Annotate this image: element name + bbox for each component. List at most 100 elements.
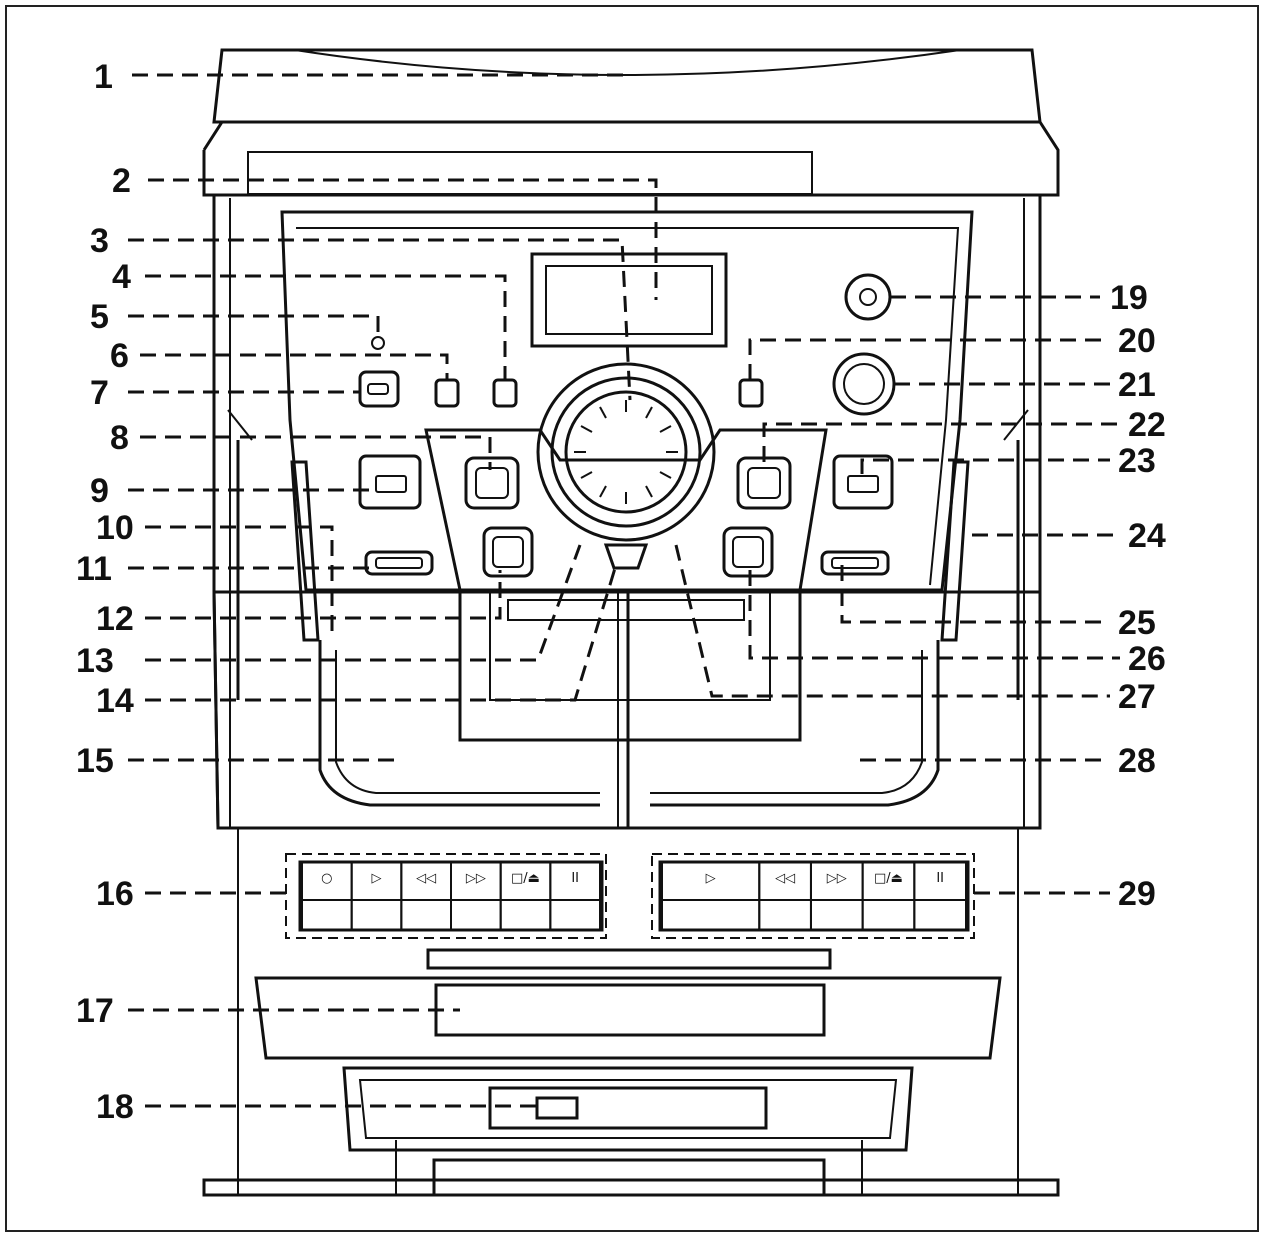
callout-2: 2: [112, 162, 131, 200]
front-plate: [212, 590, 1042, 830]
leader-8: [140, 435, 492, 470]
deck-b-key-5[interactable]: [913, 861, 968, 931]
power-button[interactable]: [844, 273, 892, 321]
button-8[interactable]: [464, 456, 520, 510]
callout-16: 16: [96, 875, 134, 913]
usb-port[interactable]: [535, 1096, 579, 1120]
standby-indicator: [371, 336, 385, 350]
deck-a-key-6[interactable]: [549, 861, 601, 931]
callout-13: 13: [76, 642, 114, 680]
callout-14: 14: [96, 682, 134, 720]
callout-15: 15: [76, 742, 114, 780]
callout-8: 8: [110, 419, 129, 457]
callout-6: 6: [110, 337, 129, 375]
deck-a-key-3-symbol: ◁◁: [416, 871, 436, 886]
deck-b-key-2-symbol: ◁◁: [775, 871, 795, 886]
deck-b-key-3-symbol: ▷▷: [827, 871, 847, 886]
button-7[interactable]: [358, 370, 400, 408]
deck-b-key-5-symbol: II: [936, 871, 944, 886]
callout-1: 1: [94, 58, 113, 96]
leader-22: [762, 422, 1120, 462]
button-23-slot: [847, 475, 879, 493]
left-panel-curve: [318, 640, 600, 807]
leader-6: [140, 353, 449, 380]
button-23[interactable]: [832, 454, 894, 510]
button-20[interactable]: [738, 378, 764, 408]
power-icon: [859, 288, 877, 306]
unit-base: [202, 1140, 1060, 1197]
left-bevel: [227, 409, 253, 441]
deck-a-keys: ○▷◁◁▷▷□/⏏II: [301, 861, 601, 931]
button-9[interactable]: [358, 454, 422, 510]
leader-14: [145, 564, 618, 702]
callout-19: 19: [1110, 279, 1148, 317]
headphone-jack-ring: [843, 363, 885, 405]
leader-4: [145, 274, 507, 380]
button-22[interactable]: [736, 456, 792, 510]
callout-10: 10: [96, 509, 134, 547]
leader-26: [748, 570, 1120, 660]
button-11-slot: [375, 557, 423, 569]
lid-base: [202, 121, 1060, 197]
leader-12: [145, 570, 502, 620]
callout-25: 25: [1118, 604, 1156, 642]
right-cassette-door: [940, 460, 970, 642]
button-4[interactable]: [492, 378, 518, 408]
button-7-slot: [367, 383, 389, 395]
stereo-unit: [202, 48, 1060, 830]
usb-panel: [342, 1066, 914, 1152]
knob-ticks: [574, 400, 678, 504]
right-panel-curve-inner: [650, 650, 923, 794]
tape-deck-b: [651, 853, 975, 939]
button-12-inner: [492, 536, 524, 568]
button-26[interactable]: [722, 526, 774, 578]
cd-tray: [254, 948, 1002, 1060]
deck-a-key-4-symbol: ▷▷: [466, 871, 486, 886]
volume-knob[interactable]: [536, 362, 716, 570]
button-12[interactable]: [482, 526, 534, 578]
center-bay-inner: [489, 590, 771, 701]
callout-3: 3: [90, 222, 109, 260]
leader-20: [748, 338, 1110, 380]
callout-4: 4: [112, 258, 131, 296]
control-panel-inner: [296, 227, 960, 586]
leader-2: [148, 178, 658, 300]
leader-10: [145, 525, 334, 640]
callout-27: 27: [1118, 678, 1156, 716]
left-cassette-door: [290, 460, 320, 642]
turntable-lid: [212, 48, 1042, 124]
callout-11: 11: [76, 550, 112, 588]
deck-b-key-1-symbol: ▷: [706, 871, 716, 886]
leader-27: [674, 544, 1110, 698]
deck-b-keys: ▷ ◁◁ ▷▷ □/⏏ II: [661, 861, 968, 931]
leader-3: [128, 238, 632, 401]
button-8-inner: [475, 467, 509, 499]
callout-23: 23: [1118, 442, 1156, 480]
leader-13: [145, 544, 582, 662]
button-9-slot: [375, 475, 407, 493]
leader-lines: [128, 73, 1120, 1108]
callout-18: 18: [96, 1088, 134, 1126]
callout-22: 22: [1128, 406, 1166, 444]
callout-24: 24: [1128, 517, 1166, 555]
callout-29: 29: [1118, 875, 1156, 913]
deck-b-key-4-symbol: □/⏏: [874, 871, 903, 886]
leader-25: [840, 565, 1110, 624]
lcd-display: [530, 252, 728, 348]
leader-5: [128, 314, 380, 336]
callout-labels: 1 2 3 4 5 6 7 8 9 10 11 12 13 14 15 16 1…: [76, 58, 1166, 1126]
deck-a-key-6-symbol: II: [571, 871, 579, 886]
right-panel-curve: [650, 640, 940, 807]
lid-curve: [294, 49, 961, 76]
callout-21: 21: [1118, 366, 1156, 404]
lid-window: [247, 151, 813, 195]
control-panel: [280, 210, 974, 592]
callout-28: 28: [1118, 742, 1156, 780]
callout-17: 17: [76, 992, 114, 1030]
button-25-slot: [831, 557, 879, 569]
callout-12: 12: [96, 600, 134, 638]
tape-deck-a: [285, 853, 607, 939]
button-6[interactable]: [434, 378, 460, 408]
left-panel-curve-inner: [335, 650, 600, 794]
deck-a-key-5-symbol: □/⏏: [511, 871, 540, 886]
